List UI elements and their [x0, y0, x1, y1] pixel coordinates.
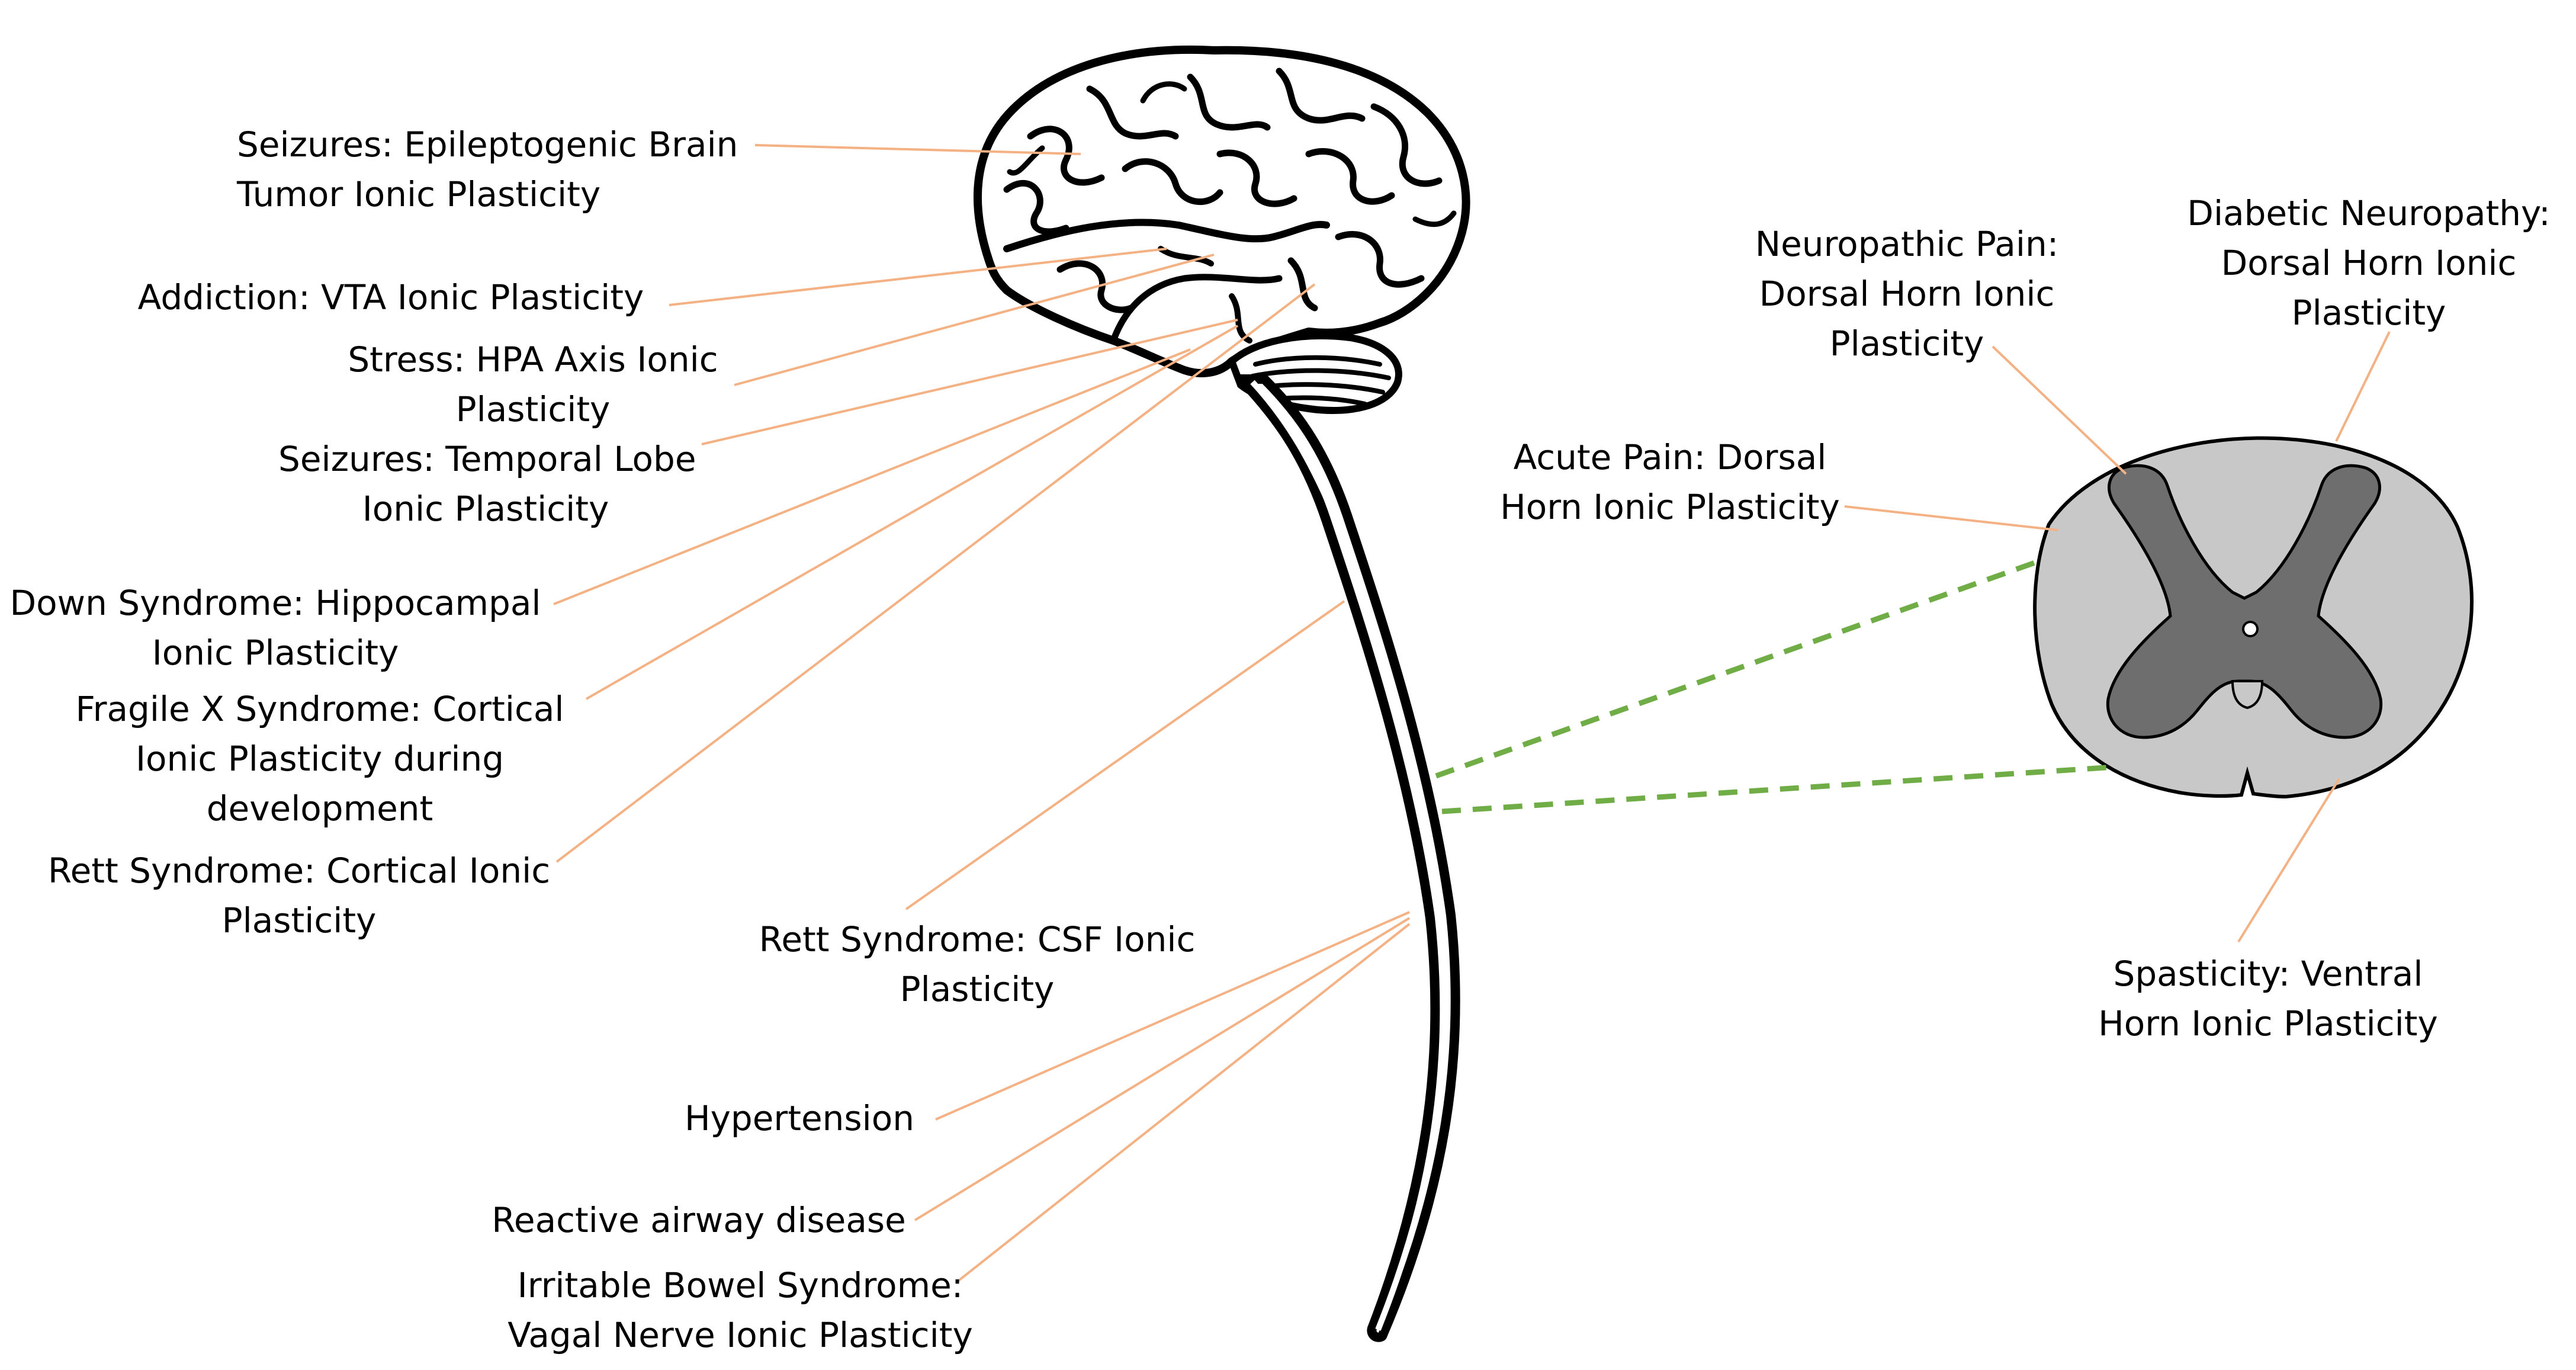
label-line: Acute Pain: Dorsal [1513, 437, 1827, 477]
label-line: Rett Syndrome: CSF Ionic [759, 919, 1196, 960]
label-line: Ionic Plasticity [362, 489, 609, 529]
label-line: Plasticity [1829, 323, 1984, 364]
label-rett-cortical: Rett Syndrome: Cortical Ionic Plasticity [47, 846, 551, 945]
leader-neuropathic-pain [1992, 345, 2127, 475]
label-line: Down Syndrome: Hippocampal [9, 583, 541, 623]
label-down-syndrome: Down Syndrome: Hippocampal Ionic Plastic… [9, 578, 542, 678]
label-line: Horn Ionic Plasticity [1500, 487, 1840, 527]
leader-reactive-airway [914, 917, 1411, 1221]
label-line: development [206, 788, 433, 829]
zoom-lines [1435, 557, 2115, 814]
leader-spasticity [2237, 778, 2340, 943]
zoom-line-top [1435, 557, 2044, 779]
label-line: Vagal Nerve Ionic Plasticity [508, 1315, 973, 1355]
label-line: Fragile X Syndrome: Cortical [75, 689, 564, 729]
label-line: Dorsal Horn Ionic [1759, 274, 2055, 314]
label-line: Horn Ionic Plasticity [2098, 1003, 2438, 1044]
label-line: Irritable Bowel Syndrome: [517, 1265, 963, 1305]
label-spasticity: Spasticity: Ventral Horn Ionic Plasticit… [2067, 949, 2469, 1048]
label-line: Spasticity: Ventral [2113, 954, 2423, 994]
leader-acute-pain [1844, 505, 2058, 531]
label-seizures-tumor: Seizures: Epileptogenic Brain Tumor Ioni… [237, 120, 738, 219]
label-line: Plasticity [2291, 293, 2446, 333]
leader-seizures-temporal [701, 319, 1238, 445]
leader-stress [734, 254, 1215, 386]
leader-down-syndrome [553, 348, 1191, 605]
brain-icon [973, 45, 1470, 377]
label-diabetic-neuropathy: Diabetic Neuropathy: Dorsal Horn Ionic P… [2167, 188, 2570, 338]
zoom-line-bottom [1441, 764, 2115, 814]
label-line: Dorsal Horn Ionic [2221, 243, 2517, 283]
label-line: Seizures: Epileptogenic Brain [237, 124, 738, 165]
label-line: Addiction: VTA Ionic Plasticity [137, 277, 644, 317]
leader-ibs [955, 923, 1411, 1284]
leader-addiction [669, 248, 1167, 306]
label-line: Rett Syndrome: Cortical Ionic [47, 851, 551, 891]
leader-seizures-tumor [754, 144, 1081, 155]
leader-hypertension [935, 911, 1410, 1121]
label-rett-csf: Rett Syndrome: CSF Ionic Plasticity [758, 915, 1196, 1014]
label-line: Plasticity [221, 900, 377, 941]
label-line: Plasticity [900, 969, 1055, 1009]
label-line: Seizures: Temporal Lobe [278, 439, 696, 479]
label-line: Ionic Plasticity during [135, 739, 505, 779]
label-acute-pain: Acute Pain: Dorsal Horn Ionic Plasticity [1480, 432, 1859, 532]
label-seizures-temporal: Seizures: Temporal Lobe Ionic Plasticity [278, 434, 696, 534]
label-line: Hypertension [684, 1098, 915, 1138]
leader-diabetic-neuropathy [2335, 331, 2391, 442]
label-fragile-x: Fragile X Syndrome: Cortical Ionic Plast… [71, 684, 568, 833]
label-line: Neuropathic Pain: [1755, 224, 2059, 264]
leader-fragile-x [586, 325, 1238, 700]
label-ibs: Irritable Bowel Syndrome: Vagal Nerve Io… [506, 1260, 974, 1360]
label-line: Diabetic Neuropathy: [2187, 193, 2551, 233]
spinal-cord-icon [1236, 374, 1460, 1342]
spinal-cord-cross-section-icon [2033, 436, 2474, 799]
label-line: Plasticity [455, 389, 611, 429]
label-line: Stress: HPA Axis Ionic [348, 339, 718, 380]
label-hypertension: Hypertension [675, 1093, 924, 1143]
label-stress: Stress: HPA Axis Ionic Plasticity [343, 335, 722, 434]
leader-lines [553, 144, 2391, 1284]
label-line: Reactive airway disease [492, 1200, 906, 1240]
label-neuropathic-pain: Neuropathic Pain: Dorsal Horn Ionic Plas… [1717, 219, 2096, 368]
leader-rett-cortical [555, 283, 1316, 863]
label-reactive-airway: Reactive airway disease [486, 1195, 912, 1245]
label-line: Ionic Plasticity [152, 633, 399, 673]
label-addiction: Addiction: VTA Ionic Plasticity [130, 272, 651, 322]
label-line: Tumor Ionic Plasticity [237, 174, 601, 214]
leader-rett-csf [905, 600, 1345, 910]
